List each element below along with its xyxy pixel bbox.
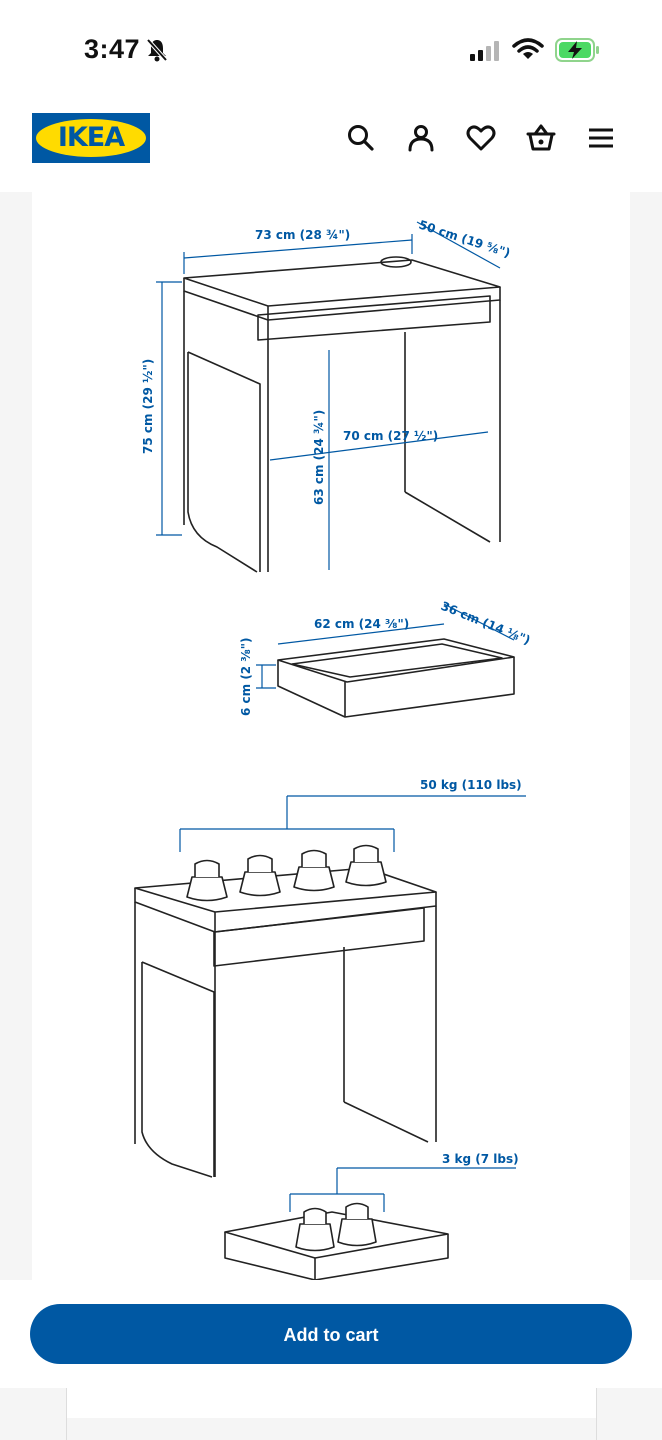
ikea-logo[interactable]: IKEA [32, 113, 150, 163]
search-icon[interactable] [345, 122, 377, 154]
product-image-gallery: 73 cm (28 ¾") 50 cm (19 ⅝") 75 cm (29 ½"… [0, 192, 662, 1280]
sticky-cart-bar: Add to cart [0, 1280, 662, 1388]
logo-oval: IKEA [36, 119, 146, 157]
site-header: IKEA [0, 100, 662, 192]
user-icon[interactable] [405, 122, 437, 154]
heart-icon[interactable] [465, 122, 497, 154]
below-fold-area [0, 1388, 662, 1440]
add-to-cart-button[interactable]: Add to cart [30, 1304, 632, 1364]
dimensions-image[interactable]: 73 cm (28 ¾") 50 cm (19 ⅝") 75 cm (29 ½"… [32, 192, 630, 1280]
product-card-preview [66, 1388, 597, 1440]
dim-drawer-depth: 36 cm (14 ⅛") [439, 599, 533, 648]
dim-knee-width: 70 cm (27 ½") [343, 429, 438, 443]
menu-icon[interactable] [585, 122, 617, 154]
bell-muted-icon [146, 38, 168, 62]
logo-text: IKEA [57, 122, 125, 153]
load-drawer: 3 kg (7 lbs) [442, 1152, 519, 1166]
dim-desk-height: 75 cm (29 ½") [141, 359, 155, 454]
dim-drawer-width: 62 cm (24 ⅜") [314, 617, 409, 631]
dimensions-drawing: 73 cm (28 ¾") 50 cm (19 ⅝") 75 cm (29 ½"… [134, 218, 533, 1280]
wifi-icon [512, 38, 544, 59]
cart-basket-icon[interactable] [525, 122, 557, 154]
dim-drawer-height: 6 cm (2 ⅜") [239, 638, 253, 717]
status-bar: 3:47 [0, 0, 662, 100]
dim-desk-depth: 50 cm (19 ⅝") [417, 218, 512, 261]
dim-knee-height: 63 cm (24 ¾") [312, 410, 326, 505]
dim-desk-width: 73 cm (28 ¾") [255, 228, 350, 242]
cellular-signal-icon [470, 41, 499, 61]
load-desk: 50 kg (110 lbs) [420, 778, 522, 792]
card-inner [67, 1418, 596, 1440]
status-time: 3:47 [84, 34, 141, 64]
battery-charging-icon [555, 38, 599, 62]
